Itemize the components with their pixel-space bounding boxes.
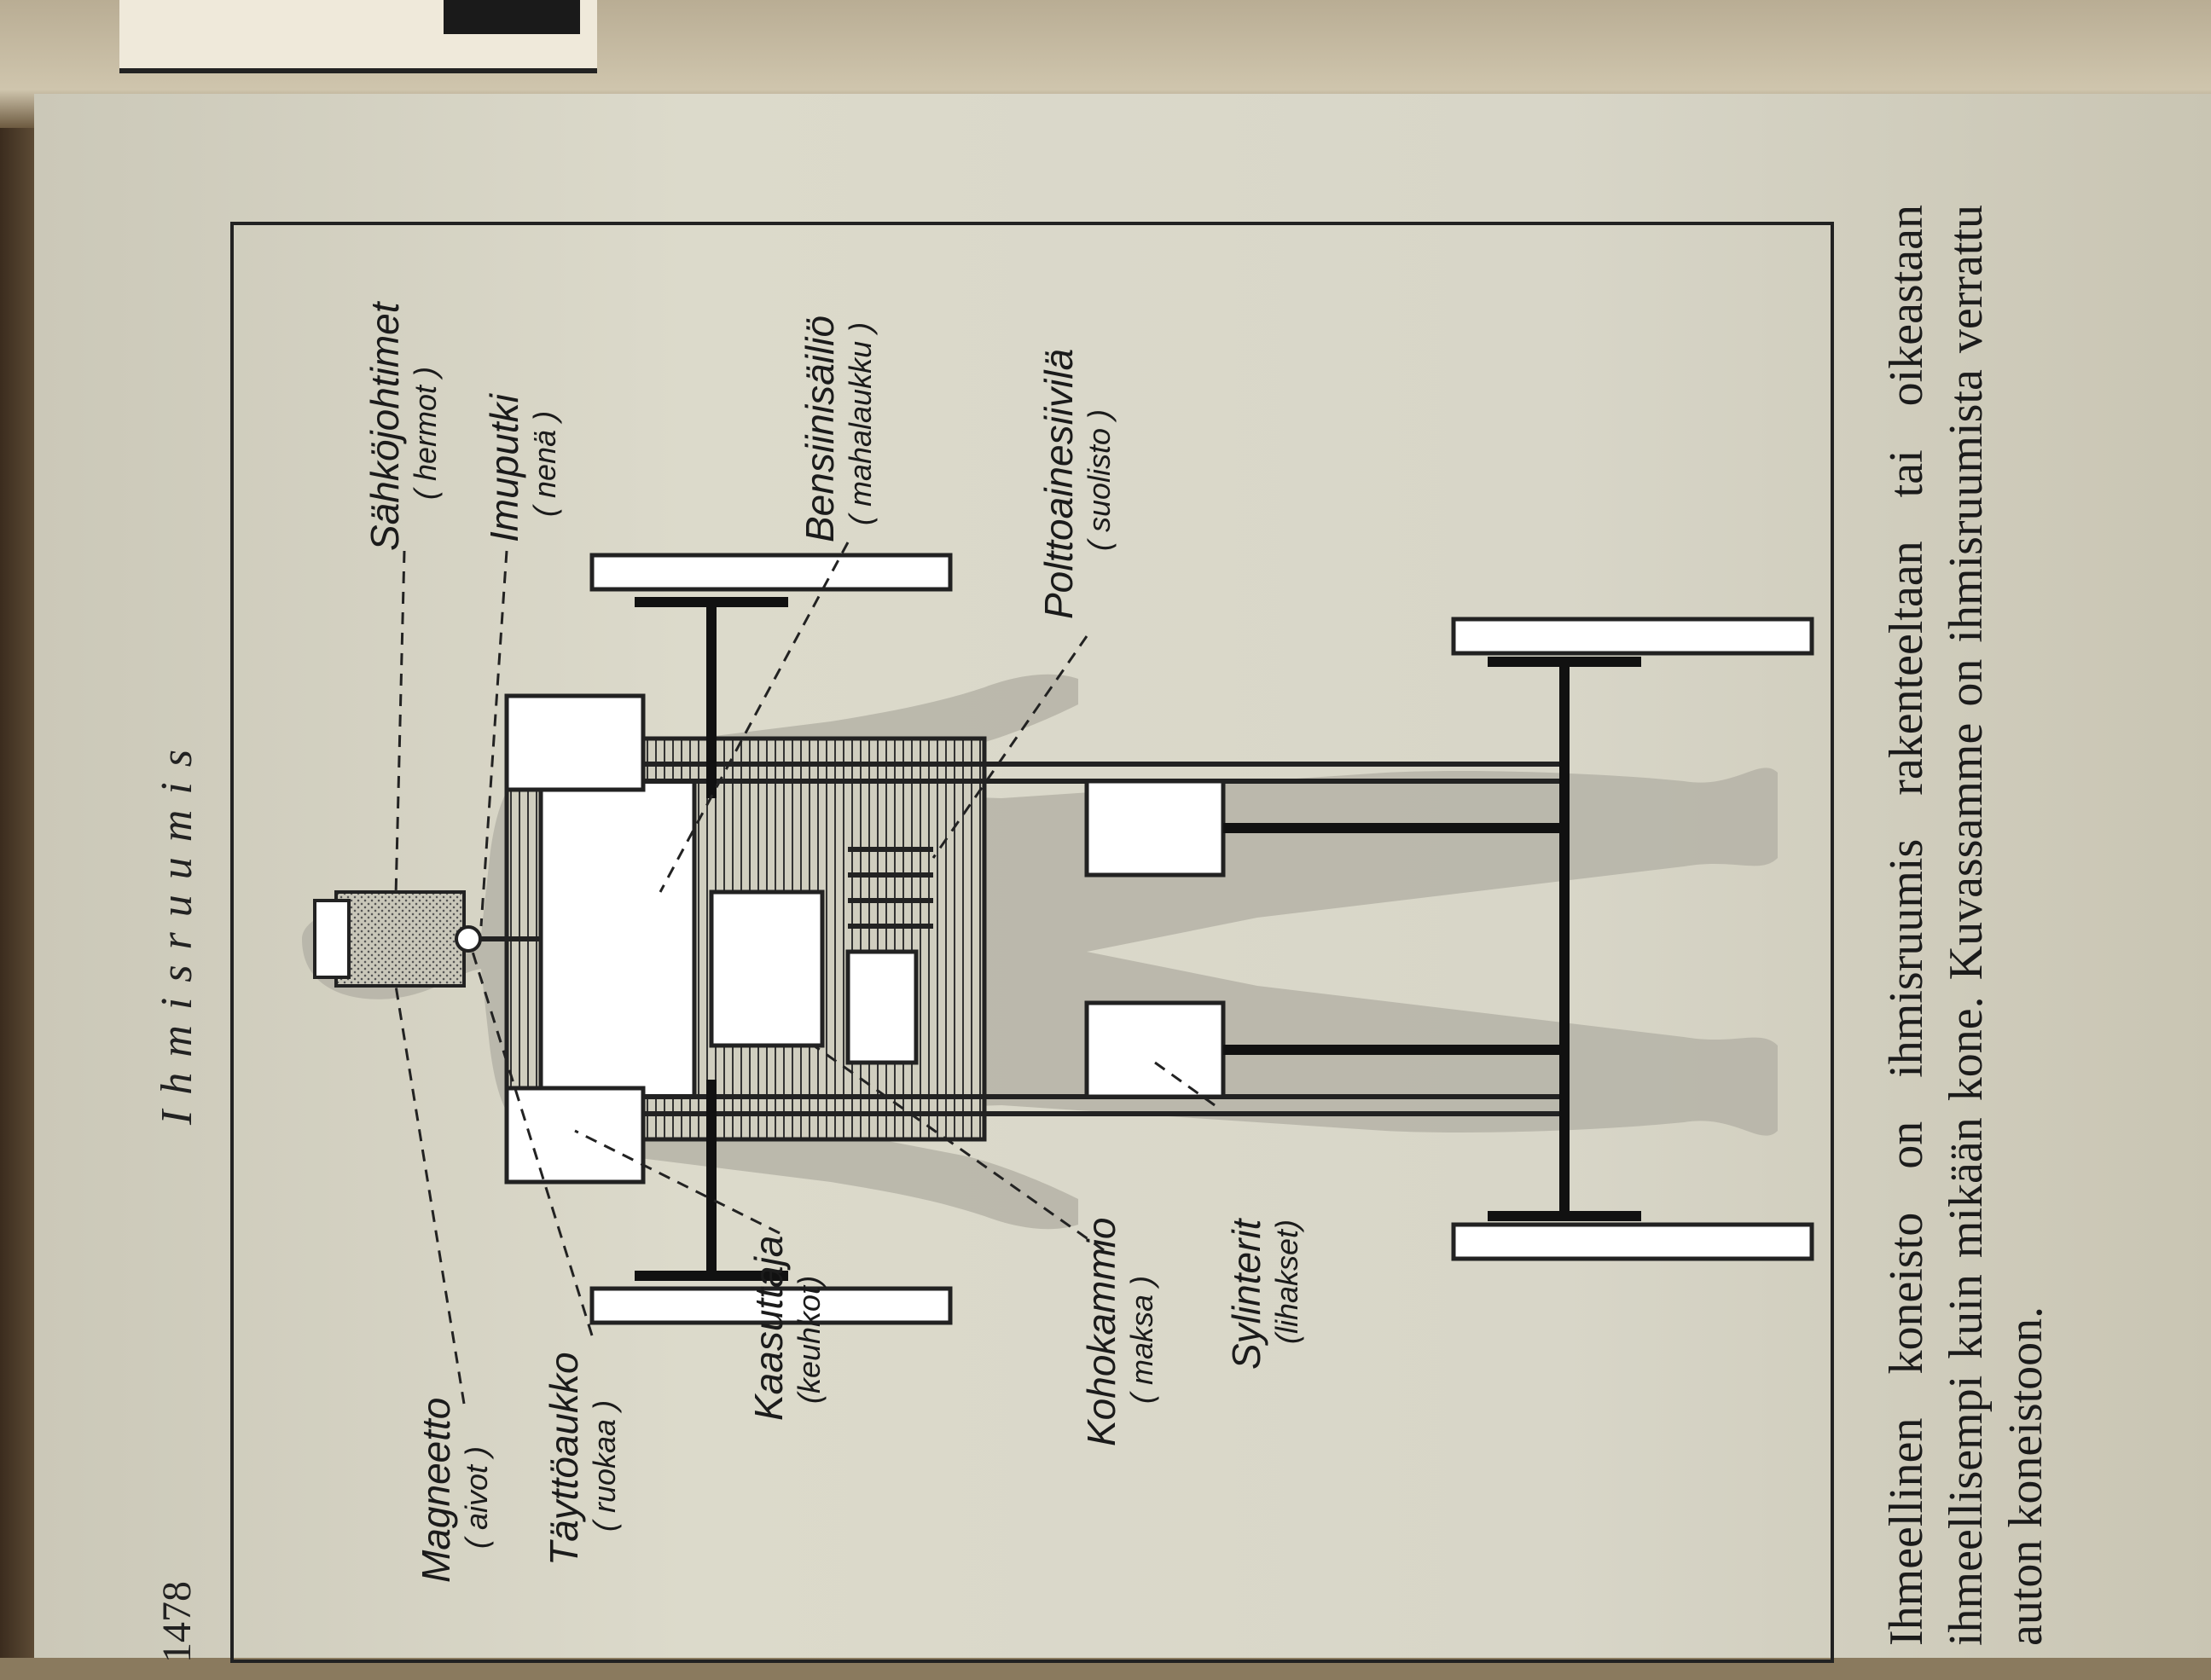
page-header: 1478 Ihmisruumis <box>136 179 213 1680</box>
book-page: 1478 Ihmisruumis <box>34 94 2211 1663</box>
label-bensiinisailio: Bensiinisäiliö ( mahalaukku ) <box>797 316 879 542</box>
label-sylinterit-title: Sylinterit <box>1224 1219 1268 1370</box>
label-magneetto: Magneetto ( aivot ) <box>413 1398 495 1583</box>
running-head: Ihmisruumis <box>153 733 201 1126</box>
label-kohokammio: Kohokammio ( maksa ) <box>1078 1218 1160 1446</box>
label-kohokammio-title: Kohokammio <box>1079 1217 1123 1446</box>
figure-caption: Ihmeellinen koneisto on ihmisruumis rake… <box>1880 205 2052 1646</box>
label-magneetto-title: Magneetto <box>414 1397 458 1583</box>
illustration-frame: Magneetto ( aivot ) Täyttöaukko ( ruokaa… <box>230 222 1834 1663</box>
label-kaasuttaja-title: Kaasuttaja <box>746 1235 791 1421</box>
rotated-page-content: 1478 Ihmisruumis <box>119 179 2201 1680</box>
label-magneetto-sub: ( aivot ) <box>459 1445 494 1549</box>
previous-page-illustration <box>119 0 597 73</box>
label-sahkojohtimet: Sähköjohtimet ( hermot ) <box>362 303 444 552</box>
body-machine-diagram <box>302 542 1814 1405</box>
label-imuputki-sub: ( nenä ) <box>527 410 562 517</box>
label-imuputki-title: Imuputki <box>482 394 526 542</box>
label-polttoainesiivila: Polttoainesiivilä ( suolisto ) <box>1036 349 1117 619</box>
label-sahkojohtimet-sub: ( hermot ) <box>408 366 443 500</box>
label-bensiinisailio-title: Bensiinisäiliö <box>798 316 842 542</box>
label-kohokammio-sub: ( maksa ) <box>1124 1275 1159 1404</box>
label-imuputki: Imuputki ( nenä ) <box>481 394 563 542</box>
label-sylinterit-sub: (lihakset) <box>1269 1219 1304 1344</box>
label-kaasuttaja: Kaasuttaja (keuhkot) <box>746 1236 827 1421</box>
label-tayttoaukko: Täyttöaukko ( ruokaa ) <box>541 1352 623 1566</box>
label-sahkojohtimet-title: Sähköjohtimet <box>363 302 407 552</box>
label-kaasuttaja-sub: (keuhkot) <box>792 1275 827 1404</box>
label-sylinterit: Sylinterit (lihakset) <box>1223 1219 1305 1370</box>
label-tayttoaukko-title: Täyttöaukko <box>542 1352 586 1566</box>
label-tayttoaukko-sub: ( ruokaa ) <box>587 1399 622 1532</box>
label-polttoainesiivila-sub: ( suolisto ) <box>1082 408 1117 551</box>
label-bensiinisailio-sub: ( mahalaukku ) <box>843 322 878 525</box>
label-polttoainesiivila-title: Polttoainesiivilä <box>1036 348 1081 619</box>
